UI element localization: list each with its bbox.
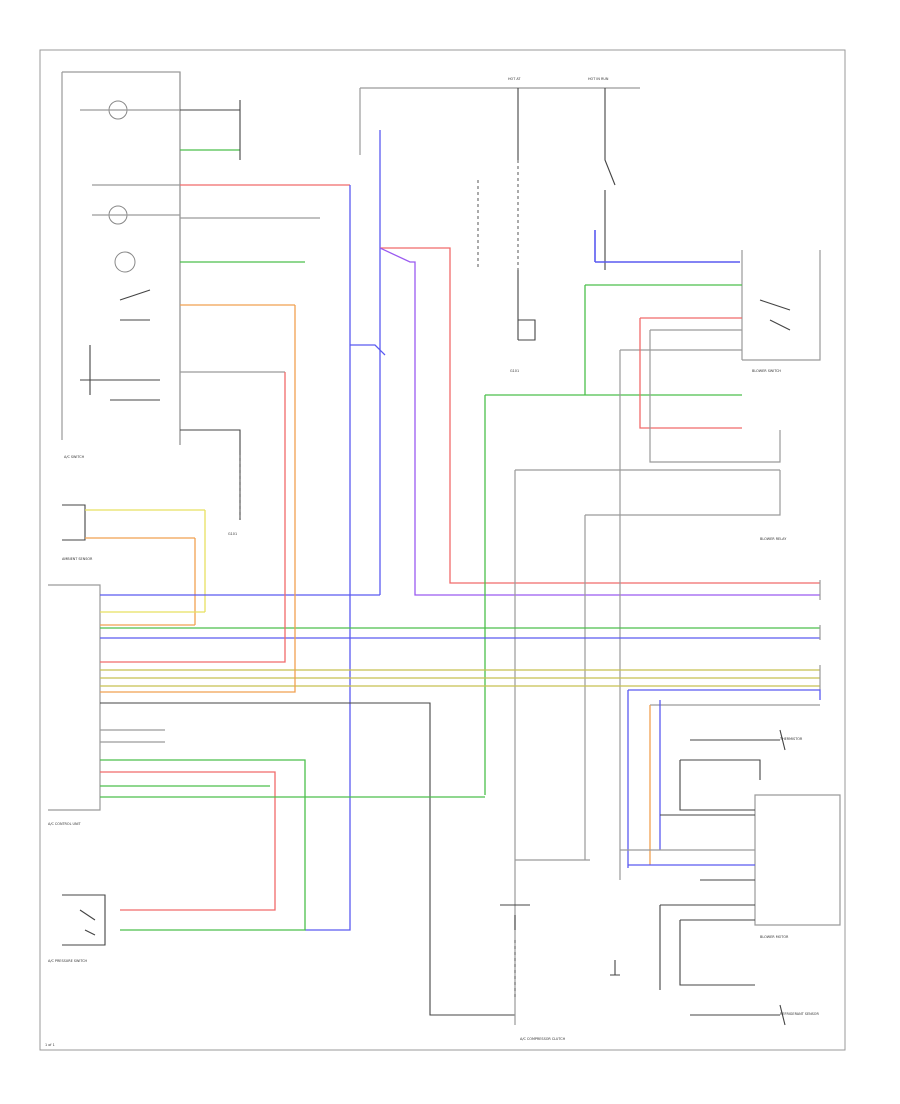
ground-label-left: G101 [228,532,237,536]
right-wire-ends [627,580,821,868]
refrigerant-sensor-label: REFRIGERANT SENSOR [780,1012,819,1016]
blower-switch-block: BLOWER SWITCH BLOWER RELAY [484,250,821,880]
main-connector: A/C CONTROL UNIT [48,305,820,1016]
footer-mark: 1 of 1 [45,1043,55,1047]
compressor-label: A/C COMPRESSOR CLUTCH [520,1037,566,1041]
top-left-wires: G101 [180,100,350,536]
diagram-frame [39,49,846,1051]
pressure-switch: A/C PRESSURE SWITCH [48,894,106,963]
center-vertical-wires [305,130,820,931]
climate-panel-label: A/C SWITCH [64,455,85,459]
blower-relay-label: BLOWER RELAY [760,537,787,541]
ground-label-center: G101 [510,369,519,373]
blower-switch-label: BLOWER SWITCH [752,369,781,373]
blower-relay: A/C COMPRESSOR CLUTCH [500,859,620,1041]
ambient-sensor-label: AMBIENT SENSOR [62,557,93,561]
fuse-box-right-label: HOT IN RUN [588,77,609,81]
power-supply-area: HOT AT HOT IN RUN G101 [359,77,740,373]
blower-motor-label: BLOWER MOTOR [760,935,789,939]
fuse-box-left-label: HOT AT [508,77,521,81]
climate-control-panel: A/C SWITCH [61,71,181,459]
ac-control-unit-label: A/C CONTROL UNIT [48,822,82,826]
blower-motor-control: BLOWER MOTOR THERMISTOR REFRIGERANT SENS… [620,729,841,1026]
pressure-switch-label: A/C PRESSURE SWITCH [48,959,88,963]
thermistor-label: THERMISTOR [779,737,803,741]
ambient-sensor: AMBIENT SENSOR [62,504,206,625]
